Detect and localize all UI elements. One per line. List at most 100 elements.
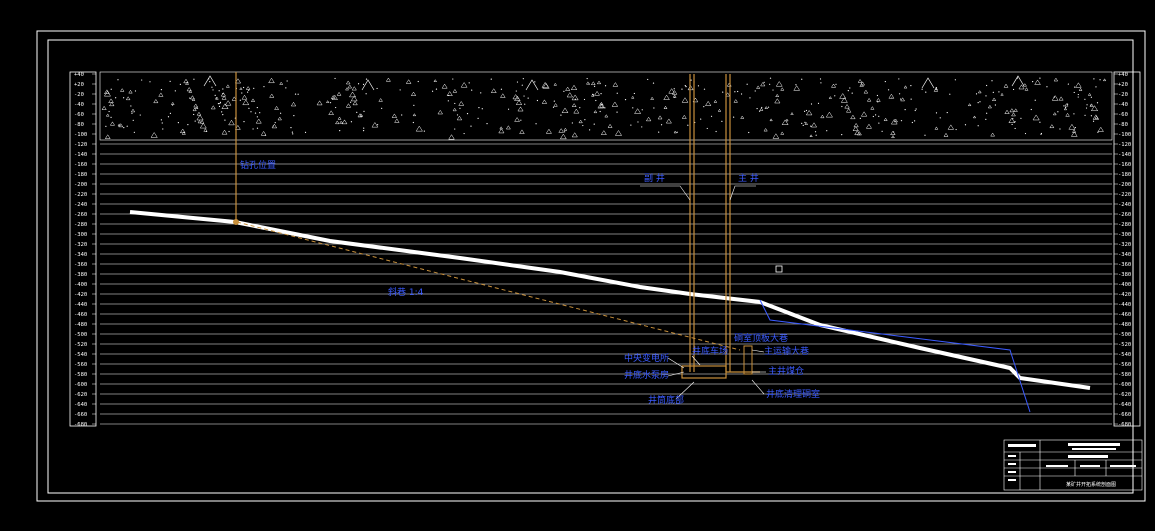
overburden-grain <box>839 92 847 99</box>
overburden-grain <box>876 97 881 102</box>
overburden-grain <box>671 90 678 95</box>
overburden-dot <box>881 130 883 132</box>
strata-lines <box>100 143 1112 425</box>
overburden-grain <box>891 135 895 139</box>
overburden-grain <box>255 118 262 124</box>
overburden-dot <box>1093 78 1095 80</box>
overburden-dot <box>801 78 803 80</box>
overburden-dot <box>802 124 804 126</box>
overburden-grain <box>517 106 524 112</box>
overburden-grain <box>943 132 949 137</box>
depth-tick: -320 <box>74 242 87 248</box>
overburden-dot <box>264 134 266 136</box>
overburden-grain <box>199 122 207 129</box>
overburden-dot <box>817 102 820 104</box>
overburden-grain <box>717 108 722 112</box>
overburden-dot <box>756 107 758 110</box>
overburden-dot <box>991 80 993 82</box>
overburden-dot <box>259 112 261 114</box>
surface-symbol <box>1011 75 1025 87</box>
overburden-grain <box>193 103 199 108</box>
depth-tick: -500 <box>1118 332 1131 338</box>
overburden-dot <box>362 83 365 85</box>
depth-tick: -20 <box>74 92 84 98</box>
overburden-dot <box>851 92 853 94</box>
overburden-dot <box>593 94 595 96</box>
overburden-grain <box>191 97 196 101</box>
left-depth-ticks: +40+20-20-40-60-80-100-120-140-160-180-2… <box>74 72 96 428</box>
overburden-dot <box>110 116 112 118</box>
overburden-dot <box>586 77 588 80</box>
depth-tick: -340 <box>74 252 87 258</box>
overburden-grain <box>316 100 323 106</box>
overburden-grain <box>828 96 833 99</box>
overburden-grain <box>196 111 202 116</box>
overburden-grain <box>663 105 668 109</box>
overburden-dot <box>187 123 189 126</box>
overburden-dot <box>105 125 107 127</box>
overburden-dot <box>878 115 880 117</box>
overburden-grain <box>903 85 908 89</box>
title-block-title: 某矿井开拓系统剖面图 <box>1066 481 1116 488</box>
overburden-dot <box>193 113 195 116</box>
label-shaft-sump: 井筒底部 <box>648 394 684 406</box>
overburden-dot <box>872 115 874 118</box>
depth-tick: -360 <box>74 262 87 268</box>
overburden-dot <box>459 107 461 109</box>
depth-tick: -40 <box>74 102 84 108</box>
overburden-grain <box>104 89 110 94</box>
overburden-grain <box>221 103 229 109</box>
overburden-grain <box>596 80 602 85</box>
overburden-grain <box>545 128 552 134</box>
overburden-grain <box>593 110 598 114</box>
overburden-grain <box>790 112 794 115</box>
overburden-dot <box>986 84 988 87</box>
overburden-dot <box>914 120 916 122</box>
overburden-dot <box>632 107 634 109</box>
overburden-dot <box>876 94 879 97</box>
overburden-grain <box>351 86 357 91</box>
overburden-grain <box>378 97 383 102</box>
overburden-grain <box>347 84 353 89</box>
overburden-dot <box>884 80 886 83</box>
overburden-grain <box>415 125 423 132</box>
overburden-dot <box>560 114 562 116</box>
overburden-grain <box>850 114 856 120</box>
overburden-grain <box>109 101 115 107</box>
overburden-dot <box>684 84 686 87</box>
overburden-dot <box>985 118 987 120</box>
overburden-grain <box>681 114 687 119</box>
overburden-dot <box>256 116 258 118</box>
overburden-grain <box>1013 108 1018 112</box>
overburden-grain <box>1024 87 1029 91</box>
depth-tick: -480 <box>74 322 87 328</box>
overburden-dot <box>1032 81 1034 83</box>
overburden-grain <box>130 108 136 113</box>
overburden-dot <box>1077 96 1079 98</box>
overburden-dot <box>805 109 808 112</box>
overburden-dot <box>448 94 450 97</box>
overburden-grain <box>590 81 596 86</box>
overburden-dot <box>935 86 937 89</box>
depth-tick: -660 <box>74 412 87 418</box>
overburden-dot <box>212 89 214 91</box>
depth-tick: -560 <box>1118 362 1131 368</box>
overburden-dot <box>222 93 224 95</box>
overburden-grain <box>118 123 124 128</box>
overburden-grain <box>339 120 344 124</box>
overburden-grain <box>108 98 114 103</box>
overburden-grain <box>458 100 465 106</box>
overburden-dot <box>1090 104 1092 106</box>
overburden-dot <box>524 103 526 105</box>
label-coal-bunker: 主井煤仓 <box>768 365 804 377</box>
overburden-grain <box>967 103 972 107</box>
overburden-dot <box>463 132 465 135</box>
depth-tick: -300 <box>74 232 87 238</box>
overburden-grain <box>825 111 833 118</box>
overburden-grain <box>345 80 351 85</box>
overburden-grain <box>335 120 340 125</box>
overburden-dot <box>939 117 941 119</box>
overburden-dot <box>272 125 274 127</box>
overburden-grain <box>780 131 785 135</box>
